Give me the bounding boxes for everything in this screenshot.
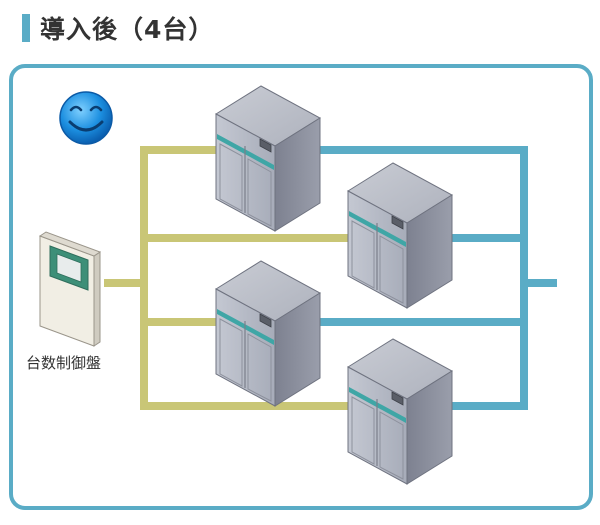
control-panel-icon bbox=[38, 231, 102, 347]
supply-lines bbox=[104, 146, 352, 410]
output-lines bbox=[318, 146, 557, 410]
smiley-face-icon bbox=[59, 91, 113, 145]
page-title: 導入後（4台） bbox=[40, 15, 215, 44]
server-unit-icon bbox=[347, 162, 453, 309]
server-unit-icon bbox=[215, 85, 321, 232]
diagram-frame bbox=[9, 64, 593, 510]
title-accent-bar bbox=[22, 14, 30, 42]
server-unit-icon bbox=[347, 338, 453, 485]
control-panel-label: 台数制御盤 bbox=[26, 354, 102, 372]
server-unit-icon bbox=[215, 260, 321, 407]
